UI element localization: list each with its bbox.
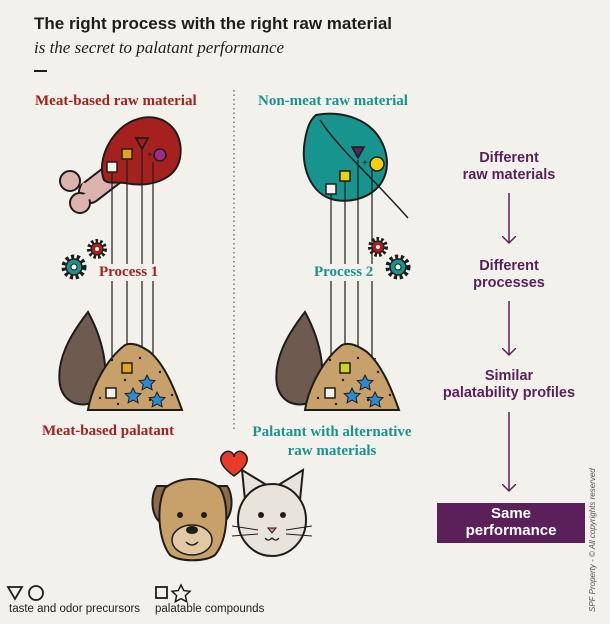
drop-icon <box>275 310 324 406</box>
process-2-label: Process 2 <box>312 264 376 281</box>
step-different-raw-materials: Different raw materials <box>434 150 584 184</box>
gear-icon <box>385 254 411 280</box>
step1-line2: raw materials <box>462 167 556 183</box>
step3-line1: Similar <box>484 368 534 384</box>
step2-line2: processes <box>473 275 545 291</box>
star-icon <box>343 386 362 404</box>
square-icon <box>339 362 351 374</box>
legend-precursors: taste and odor precursors <box>9 603 141 615</box>
square-icon <box>155 586 168 599</box>
circle-icon <box>28 585 44 601</box>
step3-line2: palatability profiles <box>442 385 576 401</box>
square-icon <box>339 170 351 182</box>
square-icon <box>325 183 337 195</box>
title-dash <box>34 70 47 72</box>
triangle-icon <box>134 137 150 151</box>
square-icon <box>106 161 118 173</box>
heart-icon <box>220 450 248 477</box>
svg-text:+: + <box>362 158 368 169</box>
star-icon <box>138 373 157 391</box>
meat-raw-material-label: Meat-based raw material <box>35 93 197 109</box>
result-line1: Same <box>490 505 532 522</box>
square-icon <box>121 362 133 374</box>
leaf-icon <box>302 112 409 219</box>
result-same-performance: Same performance <box>437 503 585 543</box>
process-1-label: Process 1 <box>97 264 161 281</box>
gear-icon <box>368 237 388 257</box>
result-line2: performance <box>465 522 557 539</box>
meat-palatant-label: Meat-based palatant <box>42 423 175 439</box>
page-title: The right process with the right raw mat… <box>34 14 393 33</box>
star-icon <box>356 373 375 391</box>
copyright-notice: SPF Property - © All copyrights reserved <box>588 468 597 612</box>
square-icon <box>105 387 117 399</box>
star-icon <box>148 390 167 408</box>
circle-icon <box>369 156 385 172</box>
step-different-processes: Different processes <box>434 258 584 292</box>
step1-line1: Different <box>479 150 539 166</box>
triangle-icon <box>6 586 24 601</box>
square-icon <box>121 148 133 160</box>
svg-text:+: + <box>147 150 153 161</box>
alternative-palatant-line1: Palatant with alternative <box>252 424 412 440</box>
meat-leg-icon <box>59 116 182 214</box>
star-icon <box>124 386 143 404</box>
alternative-palatant-label: Palatant with alternative raw materials <box>232 423 432 461</box>
step-similar-profiles: Similar palatability profiles <box>424 368 594 402</box>
dog-icon <box>151 478 233 562</box>
drop-icon <box>58 310 107 406</box>
alternative-palatant-line2: raw materials <box>287 443 377 459</box>
step2-line1: Different <box>479 258 539 274</box>
legend-compounds: palatable compounds <box>155 603 265 615</box>
star-icon <box>366 390 385 408</box>
star-icon <box>170 583 192 604</box>
cat-icon <box>231 468 313 557</box>
gear-icon <box>87 239 107 259</box>
gear-icon <box>61 254 87 280</box>
triangle-icon <box>350 146 366 160</box>
circle-icon <box>153 148 167 162</box>
page-subtitle: is the secret to palatant performance <box>34 38 285 57</box>
non-meat-raw-material-label: Non-meat raw material <box>258 93 408 109</box>
square-icon <box>324 387 336 399</box>
